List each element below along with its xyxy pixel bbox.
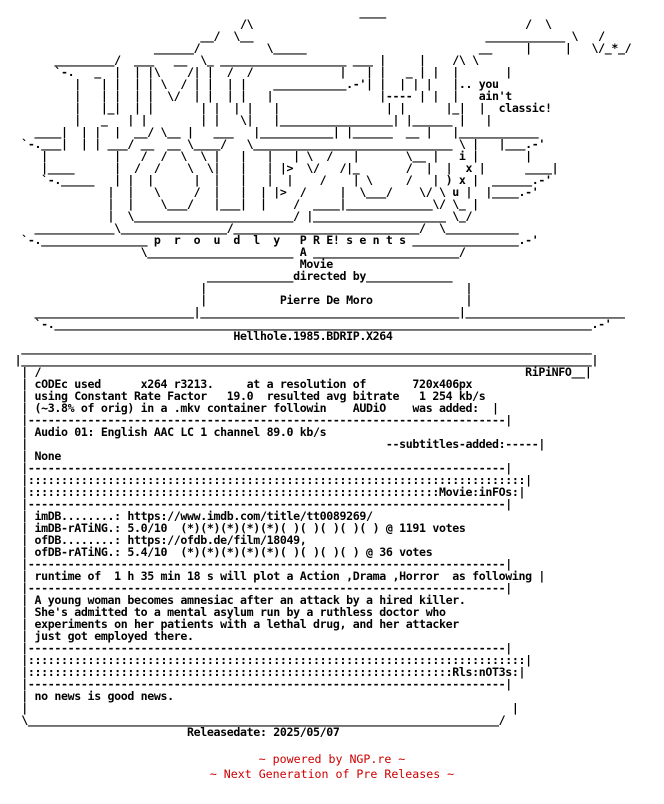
nfo-line: | |	[8, 701, 519, 715]
nfo-line: |---------------------------------------…	[8, 461, 512, 475]
nfo-line: | Audio 01: English AAC LC 1 channel 89.…	[8, 425, 327, 439]
nfo-line: | _ | | | | \| |_________________| |____…	[8, 113, 492, 127]
nfo-line: | using Constant Rate Factor 19.0 result…	[8, 389, 486, 403]
nfo-line: | | / / \ \ | | | | \ / | \__ | i | |	[8, 149, 532, 163]
nfo-line: _________/ ___ __ \_ ___________________…	[8, 53, 479, 67]
next-generation-text: ~ Next Generation of Pre Releases ~	[209, 767, 455, 781]
nfo-line: | just got employed there.	[8, 629, 194, 643]
nfo-line: __/ \__ ____________ \ /	[8, 29, 605, 43]
nfo-line: |____ | / / \ \| | | |> \/ /|_ / | | x |…	[8, 161, 559, 175]
nfo-line: | Pierre De Moro |	[8, 293, 473, 307]
nfo-line: /\ / \	[8, 17, 552, 31]
nfo-line: ____| | | | __/ \__ | ___ |___________| …	[8, 125, 539, 139]
nfo-line: | |	[8, 281, 473, 295]
nfo-line: | |_| | | | | | | | | | |_| | classic!	[8, 101, 552, 115]
nfo-line: Hellhole.1985.BDRIP.X264	[8, 329, 393, 343]
nfo-line: `-.________________ p r o u d l y P R E!…	[8, 233, 539, 247]
nfo-line: | | \ / | | | |> / | \___/ \/ \ u | |___…	[8, 185, 539, 199]
nfo-line: | None	[8, 449, 62, 463]
nfo-line: | / RiPiNFO__|	[8, 365, 592, 379]
nfo-line: |---------------------------------------…	[8, 677, 512, 691]
nfo-line: ______/ \_____ __ | | \/_*_/	[8, 41, 632, 55]
nfo-line: |---------------------------------------…	[8, 641, 512, 655]
nfo-line: ________________________________________…	[8, 341, 592, 355]
nfo-line: ____	[8, 6, 499, 19]
nfo-line: `-. _ | | |\ /| | / / | | | _ | | | |	[8, 65, 512, 79]
nfo-line: | runtime of 1 h 35 min 18 s will plot a…	[8, 569, 546, 583]
nfo-line: | ofDB-rATiNG.: 5.4/10 (*)(*)(*)(*)(*)( …	[8, 545, 433, 559]
powered-by-text: ~ powered by NGP.re ~	[258, 752, 406, 766]
nfo-line: | cODEc used x264 r3213. at a resolution…	[8, 377, 473, 391]
nfo-line: | A young woman becomes amnesiac after a…	[8, 593, 466, 607]
nfo-line: `-._____________________________________…	[8, 317, 612, 331]
nfo-line: | She's admitted to a mental asylum run …	[8, 605, 446, 619]
nfo-line: | | \___/ |___| | / ____|_____________\/…	[8, 197, 479, 211]
nfo-line: Movie	[8, 257, 334, 271]
nfo-line: | imDB-rATiNG.: 5.0/10 (*)(*)(*)(*)(*)( …	[8, 521, 466, 535]
nfo-line: | | | | | \/ | | | | | |---- | | | ain't	[8, 89, 512, 103]
nfo-line: ________________________|_______________…	[8, 305, 625, 319]
nfo-line: |---------------------------------------…	[8, 413, 512, 427]
nfo-line: | (~3.8% of orig) in a .mkv container fo…	[8, 401, 499, 415]
nfo-line: _____________directed by_____________	[8, 269, 453, 283]
nfo-footer: ~ powered by NGP.re ~ ~ Next Generation …	[0, 752, 664, 782]
nfo-line: Releasedate: 2025/05/07	[8, 725, 340, 738]
nfo-line: | \________________________/ |__________…	[8, 209, 473, 223]
nfo-line: `-.___| | | ___/ __ __ \____/ \_________…	[8, 137, 546, 151]
nfo-line: |_______________________________________…	[8, 353, 599, 367]
nfo-line: |---------------------------------------…	[8, 557, 512, 571]
nfo-line: \_______________________________________…	[8, 713, 506, 727]
nfo-line: \______________________ A ______________…	[8, 245, 466, 259]
nfo-line: |:::::::::::::::::::::::::::::::::::::::…	[8, 653, 532, 667]
nfo-line: |:::::::::::::::::::::::::::::::::::::::…	[8, 473, 532, 487]
nfo-line: | imDB........: https://www.imdb.com/tit…	[8, 509, 373, 523]
nfo-line: | | | | | \ / | | | | ___________.-'| | …	[8, 77, 499, 91]
nfo-line: `-._____ | | | | | | | | / | \ / | ) x |…	[8, 173, 552, 187]
nfo-line: | no news is good news.	[8, 689, 174, 703]
nfo-text-block: ____ /\ / \ __/ \__ ____________ \ /	[8, 6, 658, 738]
nfo-line: |---------------------------------------…	[8, 581, 512, 595]
nfo-line: |:::::::::::::::::::::::::::::::::::::::…	[8, 485, 526, 499]
nfo-line: | ofDB........: https://ofdb.de/film/180…	[8, 533, 307, 547]
nfo-line: | experiments on her patients with a let…	[8, 617, 459, 631]
nfo-line: |:::::::::::::::::::::::::::::::::::::::…	[8, 665, 526, 679]
nfo-line: ____________\________________/__________…	[8, 221, 519, 235]
nfo-line: |---------------------------------------…	[8, 497, 512, 511]
nfo-line: | --subtitles-added:-----|	[8, 437, 546, 451]
